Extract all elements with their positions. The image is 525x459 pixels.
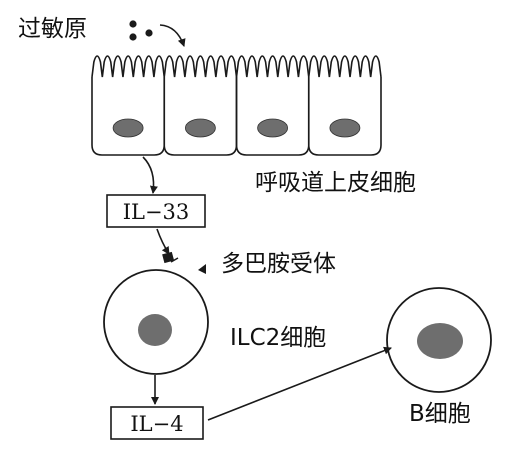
microvilli — [307, 55, 382, 78]
microvilli — [235, 55, 310, 78]
receptor-icon — [162, 251, 179, 264]
ilc2-nucleus — [138, 314, 172, 346]
il4-to-bcell-arrow — [207, 346, 392, 421]
b-cell-nucleus — [417, 323, 463, 359]
secretion-arrow-il33 — [142, 156, 158, 194]
allergen-label: 过敏原 — [18, 16, 87, 42]
microvilli — [163, 55, 238, 78]
epithelium-label: 呼吸道上皮细胞 — [255, 170, 416, 196]
epithelial-nucleus — [329, 118, 361, 138]
allergen-arrow — [159, 24, 186, 47]
respiratory-epithelium — [91, 55, 382, 156]
b-cell — [386, 287, 492, 393]
il4-box — [110, 406, 204, 440]
il33-box — [106, 194, 206, 228]
epithelial-cell — [235, 77, 310, 156]
il33-label: IL−33 — [123, 200, 190, 224]
ilc2-cell — [103, 269, 209, 375]
epithelial-cell — [307, 77, 382, 156]
dopamine-receptor-icon — [198, 264, 206, 274]
b-cell-label: B细胞 — [409, 401, 471, 427]
epithelial-cell — [91, 77, 166, 156]
epithelial-nucleus — [257, 118, 289, 138]
il33-to-ilc2-arrow — [156, 228, 170, 255]
dots-icon — [129, 20, 153, 41]
epithelial-nucleus — [112, 118, 144, 138]
epithelial-nucleus — [184, 118, 216, 138]
ilc2-label: ILC2细胞 — [230, 325, 326, 351]
dopamine-receptor-label: 多巴胺受体 — [221, 251, 336, 277]
microvilli — [91, 55, 166, 78]
epithelial-cell — [163, 77, 238, 156]
il4-label: IL−4 — [130, 412, 183, 436]
